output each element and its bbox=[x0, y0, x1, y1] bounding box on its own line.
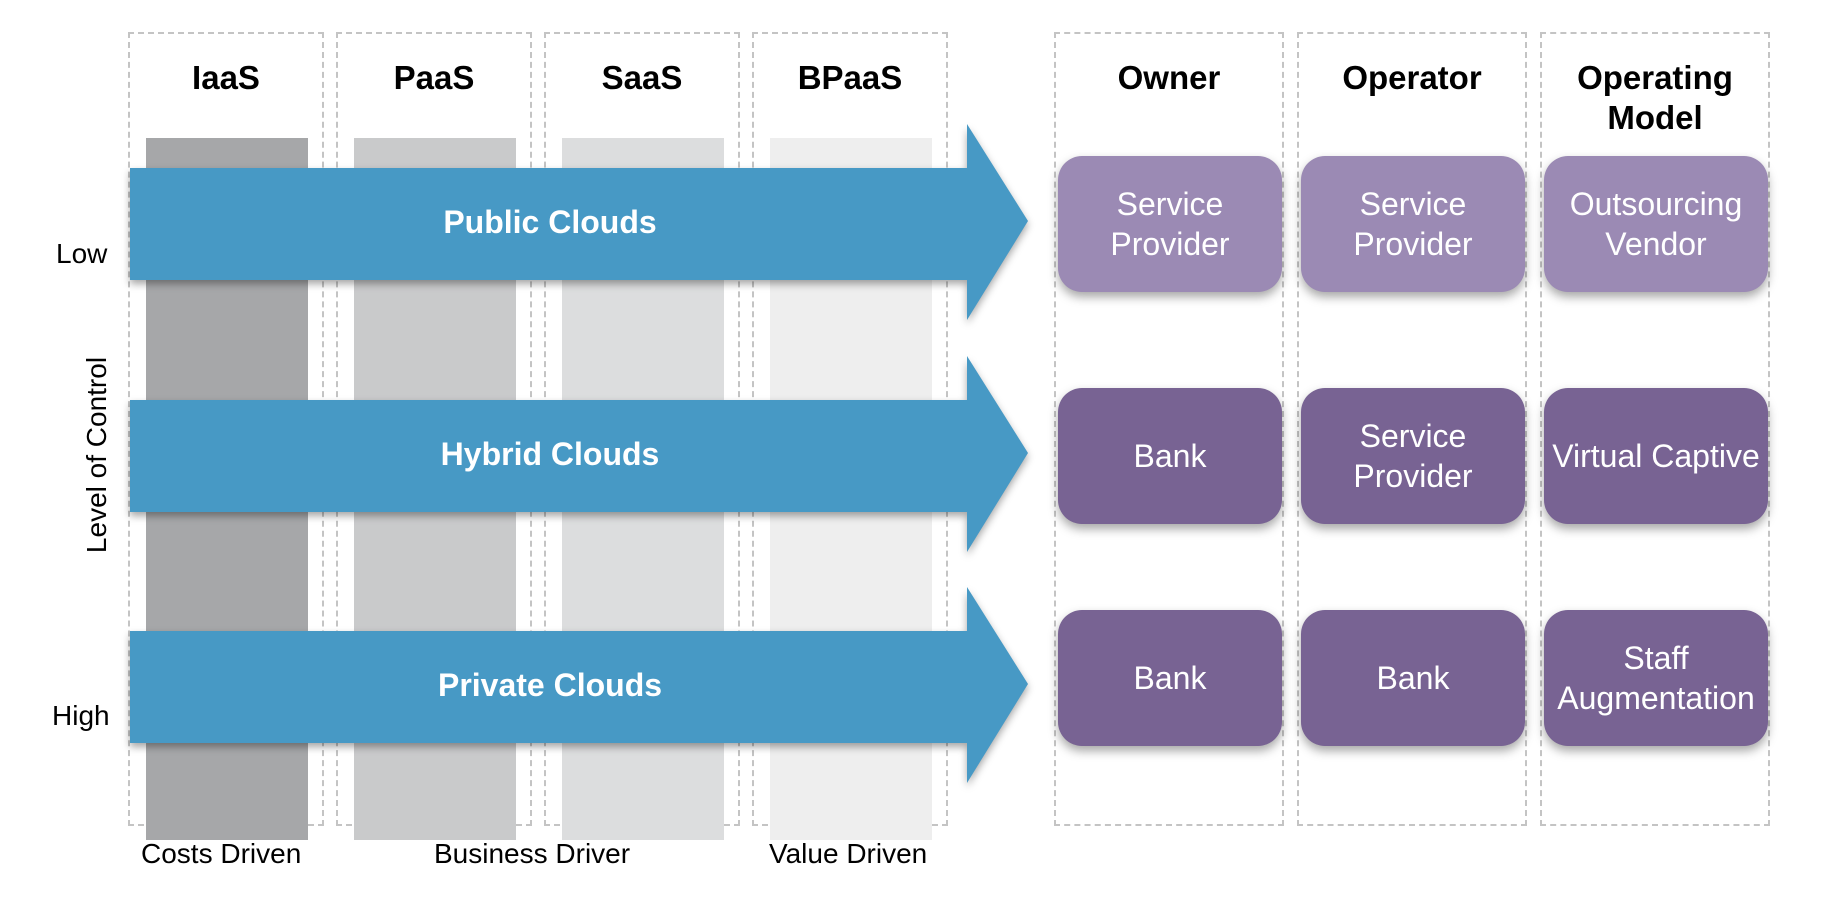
owner-box-row-3: Bank bbox=[1058, 610, 1282, 746]
arrow-public-clouds: Public Clouds bbox=[130, 124, 1028, 324]
arrow-hybrid-clouds: Hybrid Clouds bbox=[130, 356, 1028, 556]
column-header-operating-model: Operating Model bbox=[1542, 58, 1768, 138]
value-driven-label: Value Driven bbox=[769, 838, 928, 869]
column-header-bpaas: BPaaS bbox=[797, 59, 903, 96]
box-text-line: Bank bbox=[1133, 438, 1207, 474]
box-text-line: Service bbox=[1359, 186, 1467, 222]
box-text-line: Provider bbox=[1353, 458, 1473, 494]
header-line: Operating bbox=[1577, 59, 1733, 96]
box-text-line: Virtual Captive bbox=[1552, 438, 1760, 474]
high-label: High bbox=[52, 700, 110, 731]
box-text-line: Provider bbox=[1110, 226, 1230, 262]
operator-box-row-3: Bank bbox=[1301, 610, 1525, 746]
column-header-owner: Owner bbox=[1117, 59, 1221, 96]
column-header-iaas: IaaS bbox=[192, 59, 260, 96]
box-text-line: Service bbox=[1359, 418, 1467, 454]
box-text-line: Staff bbox=[1623, 640, 1689, 676]
box-text-line: Vendor bbox=[1605, 226, 1707, 262]
low-label: Low bbox=[56, 238, 108, 269]
business-driver-label: Business Driver bbox=[434, 838, 631, 869]
arrow-label: Private Clouds bbox=[437, 666, 663, 703]
header-line: Model bbox=[1607, 99, 1703, 136]
level-of-control-axis-label: Level of Control bbox=[81, 356, 112, 554]
operating-model-box-row-2: Virtual Captive bbox=[1544, 388, 1768, 524]
box-text-line: Provider bbox=[1353, 226, 1473, 262]
arrow-shape bbox=[130, 587, 1028, 783]
arrow-shape bbox=[130, 124, 1028, 320]
box-text-line: Outsourcing bbox=[1569, 186, 1743, 222]
arrow-private-clouds: Private Clouds bbox=[130, 587, 1028, 787]
box-text-line: Service bbox=[1116, 186, 1224, 222]
box-text-line: Bank bbox=[1376, 660, 1450, 696]
box-text-line: Bank bbox=[1133, 660, 1207, 696]
box-text-line: Augmentation bbox=[1557, 680, 1755, 716]
column-header-operator: Operator bbox=[1342, 59, 1482, 96]
column-operator: Operator bbox=[1297, 32, 1527, 826]
column-header-paas: PaaS bbox=[393, 59, 475, 96]
owner-box-row-2: Bank bbox=[1058, 388, 1282, 524]
arrow-shape bbox=[130, 356, 1028, 552]
column-operating-model: Operating Model bbox=[1540, 32, 1770, 826]
arrow-label: Public Clouds bbox=[443, 203, 657, 240]
column-owner: Owner bbox=[1054, 32, 1284, 826]
column-header-saas: SaaS bbox=[601, 59, 683, 96]
arrow-label: Hybrid Clouds bbox=[440, 435, 660, 472]
costs-driven-label: Costs Driven bbox=[141, 838, 302, 869]
